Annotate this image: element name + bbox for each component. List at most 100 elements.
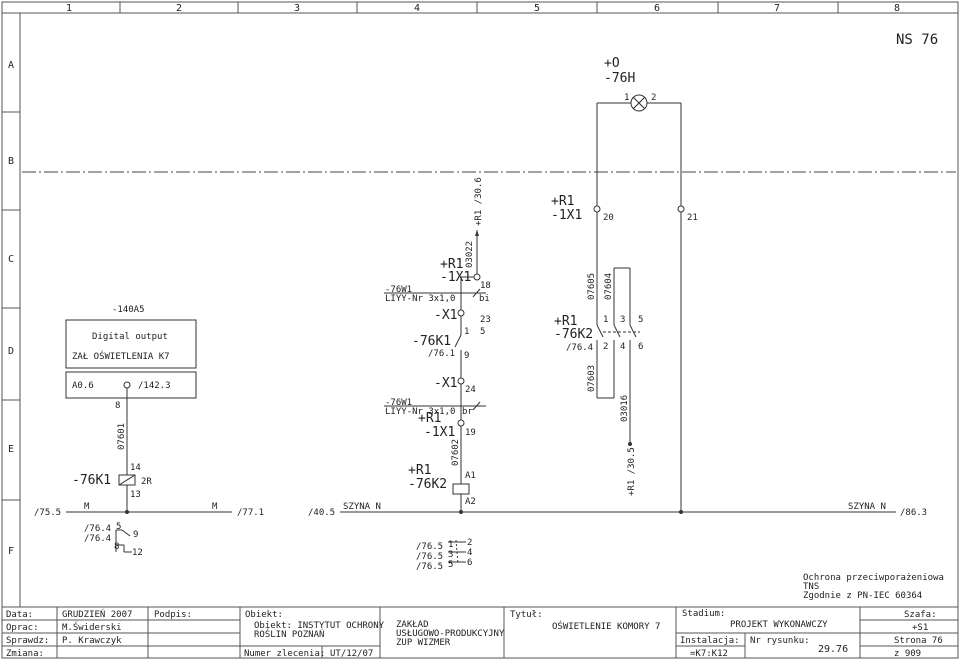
k2-p5: 5 — [638, 315, 643, 325]
tb-tytul-value: OŚWIETLENIE KOMORY 7 — [552, 620, 660, 632]
lamp-terminal: +O — [604, 56, 620, 71]
tb-rysunek-label: Nr rysunku: — [750, 636, 810, 646]
col-2: 2 — [176, 3, 182, 14]
k1-xref-ref1: /76.4 — [84, 524, 111, 534]
k2-xref-p1: 1 — [448, 540, 453, 550]
tb-data-label: Data: — [6, 610, 33, 620]
wire-07602: 07602 — [451, 439, 461, 466]
x1-mid-tag: -1X1 — [440, 270, 471, 285]
junction-m-icon — [125, 510, 129, 514]
row-A: A — [8, 60, 14, 71]
k1-contact-pin9: 9 — [464, 351, 469, 361]
x1a-tag: -X1 — [434, 308, 457, 323]
tb-szafa-value: +S1 — [912, 623, 928, 633]
k2-coil-a2: A2 — [465, 497, 476, 507]
x1-top-pin21: 21 — [687, 213, 698, 223]
wire-07604: 07604 — [604, 273, 614, 300]
x1-mid-pin18: 18 — [480, 281, 491, 291]
terminal-19-icon — [457, 419, 465, 427]
x1b-tag: -X1 — [434, 376, 457, 391]
k2-coil-tag: -76K2 — [408, 477, 447, 492]
tb-z-label: z 909 — [894, 649, 921, 659]
row-C: C — [8, 254, 14, 265]
tb-instalacja-value: =K7:K12 — [690, 649, 728, 659]
plc-desc: ZAŁ OŚWIETLENIA K7 — [72, 350, 170, 362]
tb-zaklad3: ZUP WIZMER — [396, 638, 451, 648]
terminals-1X1-top — [593, 205, 685, 213]
terminal-18-icon — [473, 273, 481, 281]
k1-coil-p13: 13 — [130, 490, 141, 500]
wire-03022: 03022 — [465, 241, 475, 268]
k1-xref-ref2: /76.4 — [84, 534, 111, 544]
tb-sprawdz-value: P. Krawczyk — [62, 636, 122, 646]
col-3: 3 — [294, 3, 300, 14]
x1b-pin: 24 — [465, 385, 476, 395]
tb-data-value: GRUDZIEŃ 2007 — [62, 608, 132, 620]
tb-strona-label: Strona 76 — [894, 636, 943, 646]
row-D: D — [8, 346, 14, 357]
tb-rysunek-value: 29.76 — [818, 644, 848, 655]
center-terminals — [457, 273, 481, 427]
k2-contacts-tag: -76K2 — [554, 327, 593, 342]
tb-obiekt-value2: ROŚLIN POZNAŃ — [254, 628, 324, 640]
bus-junctions — [125, 510, 683, 514]
col-6: 6 — [654, 3, 660, 14]
ref-top-arrow-icon — [475, 230, 479, 236]
column-labels: 1 2 3 4 5 6 7 8 — [66, 3, 900, 14]
k2-xref-ref1: /76.5 — [416, 542, 443, 552]
k1-xref-p9: 9 — [133, 530, 138, 540]
center-branch — [384, 230, 486, 512]
ref-top: +R1 /30.6 — [474, 177, 484, 226]
plc-tag: -140A5 — [112, 305, 145, 315]
row-E: E — [8, 444, 14, 455]
terminal-23-icon — [457, 309, 465, 317]
k1-contact-pin1: 1 — [464, 327, 469, 337]
row-F: F — [8, 546, 14, 557]
col-4: 4 — [414, 3, 420, 14]
plc-block — [65, 319, 197, 399]
k2-xref-p4: 4 — [467, 548, 472, 558]
cable1-color: bi — [479, 294, 490, 304]
tb-tytul-label: Tytuł: — [510, 610, 543, 620]
k2-p3: 3 — [620, 315, 625, 325]
k2-xref-p3: 3 — [448, 550, 453, 560]
tb-oprac-label: Oprac: — [6, 623, 39, 633]
x1-top-terminal: +R1 — [551, 194, 574, 209]
bus-n-label-right: SZYNA N — [848, 502, 886, 512]
k2-contacts-ref: /76.4 — [566, 343, 593, 353]
wire-03016: 03016 — [620, 395, 630, 422]
lamp-pin2: 2 — [651, 93, 656, 103]
col-7: 7 — [774, 3, 780, 14]
plc-addr: A0.6 — [72, 381, 94, 391]
k2-xref-p5: 5 — [448, 560, 453, 570]
plc-ref: /142.3 — [138, 381, 171, 391]
k1-contact-pin5: 5 — [480, 327, 485, 337]
bus-n-right-ref: /86.3 — [900, 508, 927, 518]
note-line2: TNS — [803, 582, 819, 592]
k1-xref-contacts — [115, 529, 132, 553]
k1-xref-p8: 8 — [114, 542, 119, 552]
k2-p6: 6 — [638, 342, 643, 352]
terminal-24-icon — [457, 377, 465, 385]
x1-top-tag: -1X1 — [551, 208, 582, 223]
k2-xref-p2: 2 — [467, 538, 472, 548]
wire-07601: 07601 — [117, 423, 127, 450]
tb-stadium-label: Stadium: — [682, 609, 725, 619]
tb-zlecenie-value: UT/12/07 — [330, 649, 373, 659]
x1-mid-terminal: +R1 — [440, 257, 463, 272]
k2-coil-icon — [452, 483, 470, 495]
note-line1: Ochrona przeciwporażeniowa — [803, 573, 944, 583]
k1-contact-tag: -76K1 — [412, 334, 451, 349]
k2-p4: 4 — [620, 342, 625, 352]
k2-coil-terminal: +R1 — [408, 463, 431, 478]
tb-szafa-label: Szafa: — [904, 610, 937, 620]
title-block-grid — [2, 607, 958, 658]
plc-title: Digital output — [92, 332, 168, 342]
col-1: 1 — [66, 3, 72, 14]
k1-contact-ref: /76.1 — [428, 349, 455, 359]
x1a-pin: 23 — [480, 315, 491, 325]
terminal-21-icon — [677, 205, 685, 213]
x1-low-terminal: +R1 — [418, 411, 441, 426]
